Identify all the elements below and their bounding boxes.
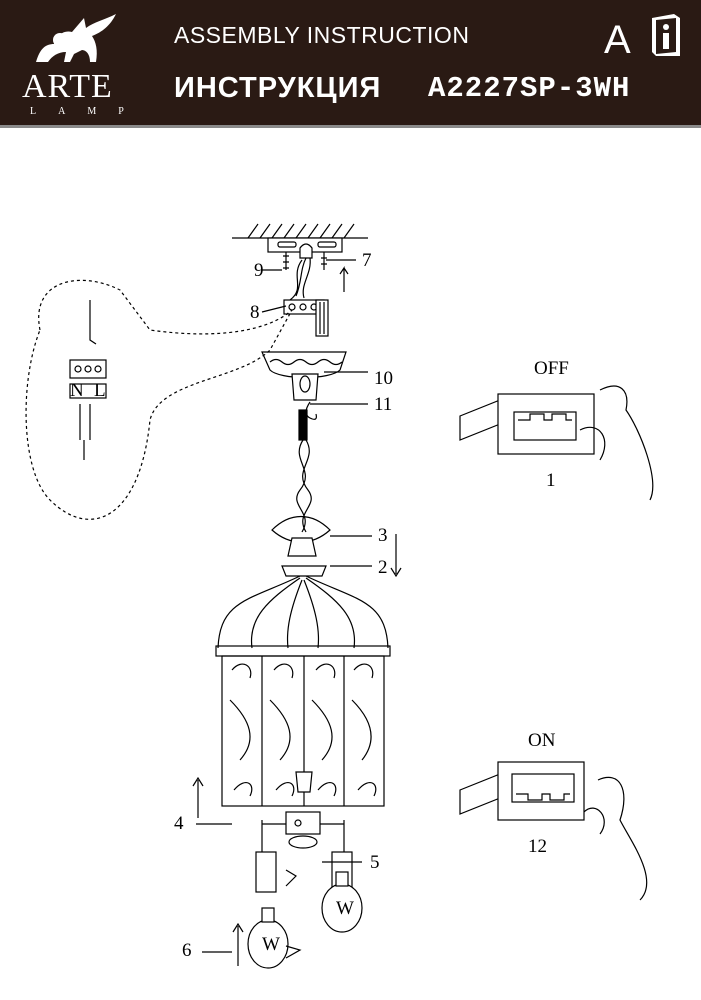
bulb-mark: W (336, 898, 354, 919)
switch-off-label: OFF (534, 358, 569, 379)
part-number-1: 1 (546, 470, 556, 491)
brand-subtitle: LAMP (30, 106, 146, 117)
part-number-6: 6 (182, 940, 192, 961)
light-bulb (321, 871, 363, 933)
terminal-l-label: L (94, 380, 106, 401)
rotate-arrow-icon (285, 869, 297, 887)
header-banner: ARTE LAMP ASSEMBLY INSTRUCTION ИНСТРУКЦИ… (0, 0, 701, 128)
ceiling (232, 223, 368, 239)
part-number-12: 12 (528, 836, 547, 857)
model-number: A2227SP-3WH (428, 72, 631, 105)
part-number-2: 2 (378, 557, 388, 578)
canopy (261, 351, 347, 401)
switch-off-panel (459, 385, 654, 501)
part-number-5: 5 (370, 852, 380, 873)
part-number-9: 9 (254, 260, 264, 281)
terminal-n-label: N (70, 380, 84, 401)
up-arrow-icon (192, 776, 204, 818)
bulb-mark: W (262, 934, 280, 955)
switch-on-panel (459, 761, 648, 901)
mounting-bracket (267, 237, 343, 259)
light-bulb (247, 907, 289, 969)
up-arrow-icon (232, 922, 244, 966)
switch-on-label: ON (528, 730, 556, 751)
terminal-detail (69, 300, 107, 460)
socket-cluster (255, 771, 353, 893)
crown-top (271, 516, 331, 577)
brand-name: ARTE (22, 68, 113, 105)
assembly-diagram: N L 1 2 3 4 5 6 7 8 9 10 11 12 OFF ON W … (25, 223, 654, 969)
part-number-7: 7 (362, 250, 372, 271)
anchor-part (321, 252, 349, 292)
part-number-10: 10 (374, 368, 393, 389)
part-number-8: 8 (250, 302, 260, 323)
title-en: ASSEMBLY INSTRUCTION (174, 22, 470, 48)
rotate-arrow-icon (285, 945, 302, 959)
griffin-logo-icon (36, 14, 116, 62)
part-number-4: 4 (174, 813, 184, 834)
down-arrow-icon (390, 534, 402, 578)
part-number-3: 3 (378, 525, 388, 546)
part-number-11: 11 (374, 394, 392, 415)
supply-wires (289, 257, 311, 301)
book-info-icon (652, 14, 680, 56)
wire-connector (315, 299, 329, 337)
screw-part (283, 252, 289, 270)
cage-top (215, 575, 391, 657)
title-ru: ИНСТРУКЦИЯ (174, 72, 382, 104)
lamp-cage (221, 655, 385, 807)
canopy-hook (305, 401, 317, 420)
chain (296, 409, 312, 533)
wiring-detail-callout (25, 279, 293, 520)
leader-lines (196, 259, 372, 953)
language-letter: A (604, 18, 631, 62)
